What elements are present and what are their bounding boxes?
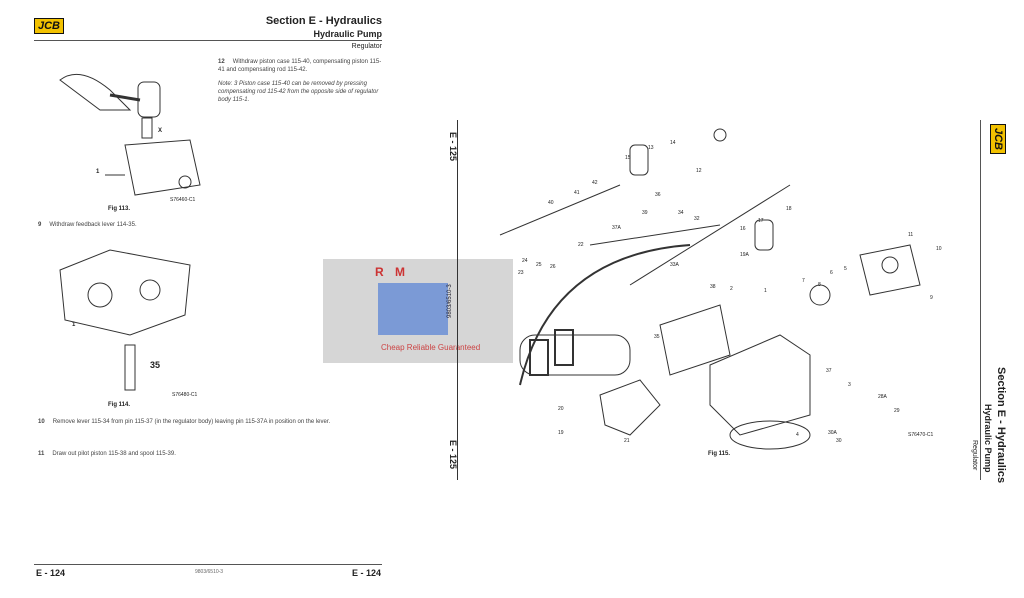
- part-label: 37: [826, 368, 832, 374]
- part-label: 24: [522, 258, 528, 264]
- step-9: 9 Withdraw feedback lever 114-35.: [38, 221, 378, 229]
- part-label: 23: [518, 270, 524, 276]
- subsection-title-right: Hydraulic Pump: [983, 404, 993, 473]
- part-label: 14: [670, 140, 676, 146]
- part-label: 9: [930, 295, 933, 301]
- fig113-caption: Fig 113.: [108, 206, 131, 212]
- fig114-caption: Fig 114.: [108, 402, 131, 408]
- fig114-drawing: [59, 249, 191, 391]
- fig115-code: S76470-C1: [908, 432, 934, 438]
- part-label: 26: [550, 264, 556, 270]
- part-label: 39: [642, 210, 648, 216]
- part-label: 33A: [670, 262, 679, 268]
- part-label: 30A: [828, 430, 837, 436]
- fig113-code: S76460-C1: [170, 197, 196, 203]
- part-label: 15: [625, 155, 631, 161]
- subsection-title: Hydraulic Pump: [313, 29, 382, 39]
- fig115-part-labels: 13 14 15 12 41 42 40 36 39 37A 34 32 33A…: [500, 140, 942, 460]
- page-number-right: E - 124: [352, 568, 382, 578]
- part-label: 19: [558, 430, 564, 436]
- part-label: 22: [578, 242, 584, 248]
- part-label: 19A: [740, 252, 749, 258]
- part-label: 10: [936, 246, 942, 252]
- part-label: 7: [802, 278, 805, 284]
- page-number-left: E - 124: [36, 568, 66, 578]
- part-label: 2: [730, 286, 733, 292]
- part-label: 12: [696, 168, 702, 174]
- header-rule: [34, 40, 382, 41]
- watermark-logo-icon: [378, 283, 448, 335]
- part-label: 41: [574, 190, 580, 196]
- step-10: 10 Remove lever 115-34 from pin 115-37 (i…: [38, 418, 378, 426]
- part-label: 40: [548, 200, 554, 206]
- fig113-drawing: [59, 73, 201, 196]
- part-label: 36: [655, 192, 661, 198]
- step-number: 11: [38, 451, 45, 457]
- note: Note: 3 Piston case 115-40 can be remove…: [218, 81, 379, 103]
- part-label: 17: [758, 218, 764, 224]
- part-label: 35: [654, 334, 660, 340]
- watermark-tagline: Cheap Reliable Guaranteed: [381, 343, 481, 352]
- fig114-label-1: 1: [72, 322, 76, 328]
- section-title: Section E - Hydraulics: [265, 15, 382, 27]
- part-label: 3: [848, 382, 851, 388]
- step-text: Draw out pilot piston 115-38 and spool 1…: [52, 451, 176, 457]
- part-label: 37A: [612, 225, 621, 231]
- topic-title-right: Regulator: [971, 440, 978, 471]
- fig113-label-1: 1: [96, 169, 100, 175]
- part-label: 1: [764, 288, 767, 294]
- step-text: Withdraw piston case 115-40, compensatin…: [218, 59, 382, 73]
- part-label: 5: [844, 266, 847, 272]
- watermark: R M Cheap Reliable Guaranteed: [323, 259, 513, 363]
- step-number: 12: [218, 59, 225, 65]
- part-label: 42: [592, 180, 598, 186]
- fig115-caption: Fig 115.: [708, 451, 731, 457]
- part-label: 20: [558, 406, 564, 412]
- step-number: 9: [38, 222, 42, 228]
- part-label: 34: [678, 210, 684, 216]
- page-rule: [457, 120, 458, 480]
- part-label: 4: [796, 432, 799, 438]
- fig114-label-35: 35: [150, 360, 161, 370]
- jcb-logo: JCB: [34, 18, 65, 34]
- header-rule-right: [980, 120, 981, 480]
- part-label: 21: [624, 438, 630, 444]
- part-label: 8: [818, 282, 821, 288]
- part-label: 16: [740, 226, 746, 232]
- part-label: 30: [836, 438, 842, 444]
- fig113-label-x: X: [158, 128, 163, 134]
- part-label: 13: [648, 145, 654, 151]
- part-label: 29: [894, 408, 900, 414]
- part-label: 28A: [878, 394, 887, 400]
- part-label: 18: [786, 206, 792, 212]
- watermark-letters: R M: [375, 265, 409, 279]
- part-label: 6: [830, 270, 833, 276]
- doc-number-right: 9803/6510-3: [447, 284, 453, 318]
- step-number: 10: [38, 419, 45, 425]
- part-label: 25: [536, 262, 542, 268]
- step-11: 11 Draw out pilot piston 115-38 and spool…: [38, 450, 378, 458]
- part-label: 11: [908, 232, 914, 238]
- jcb-logo-right: JCB: [990, 124, 1006, 155]
- topic-title: Regulator: [351, 43, 382, 50]
- fig115-exploded-drawing: [499, 128, 921, 450]
- doc-number: 9803/6510-3: [195, 569, 224, 575]
- part-label: 38: [710, 284, 716, 290]
- step-text: Withdraw feedback lever 114-35.: [49, 222, 137, 228]
- step-text: Remove lever 115-34 from pin 115-37 (in …: [52, 419, 331, 425]
- footer-rule: [34, 564, 382, 565]
- fig114-code: S76480-C1: [172, 392, 198, 398]
- part-label: 32: [694, 216, 700, 222]
- section-title-right: Section E - Hydraulics: [995, 367, 1007, 484]
